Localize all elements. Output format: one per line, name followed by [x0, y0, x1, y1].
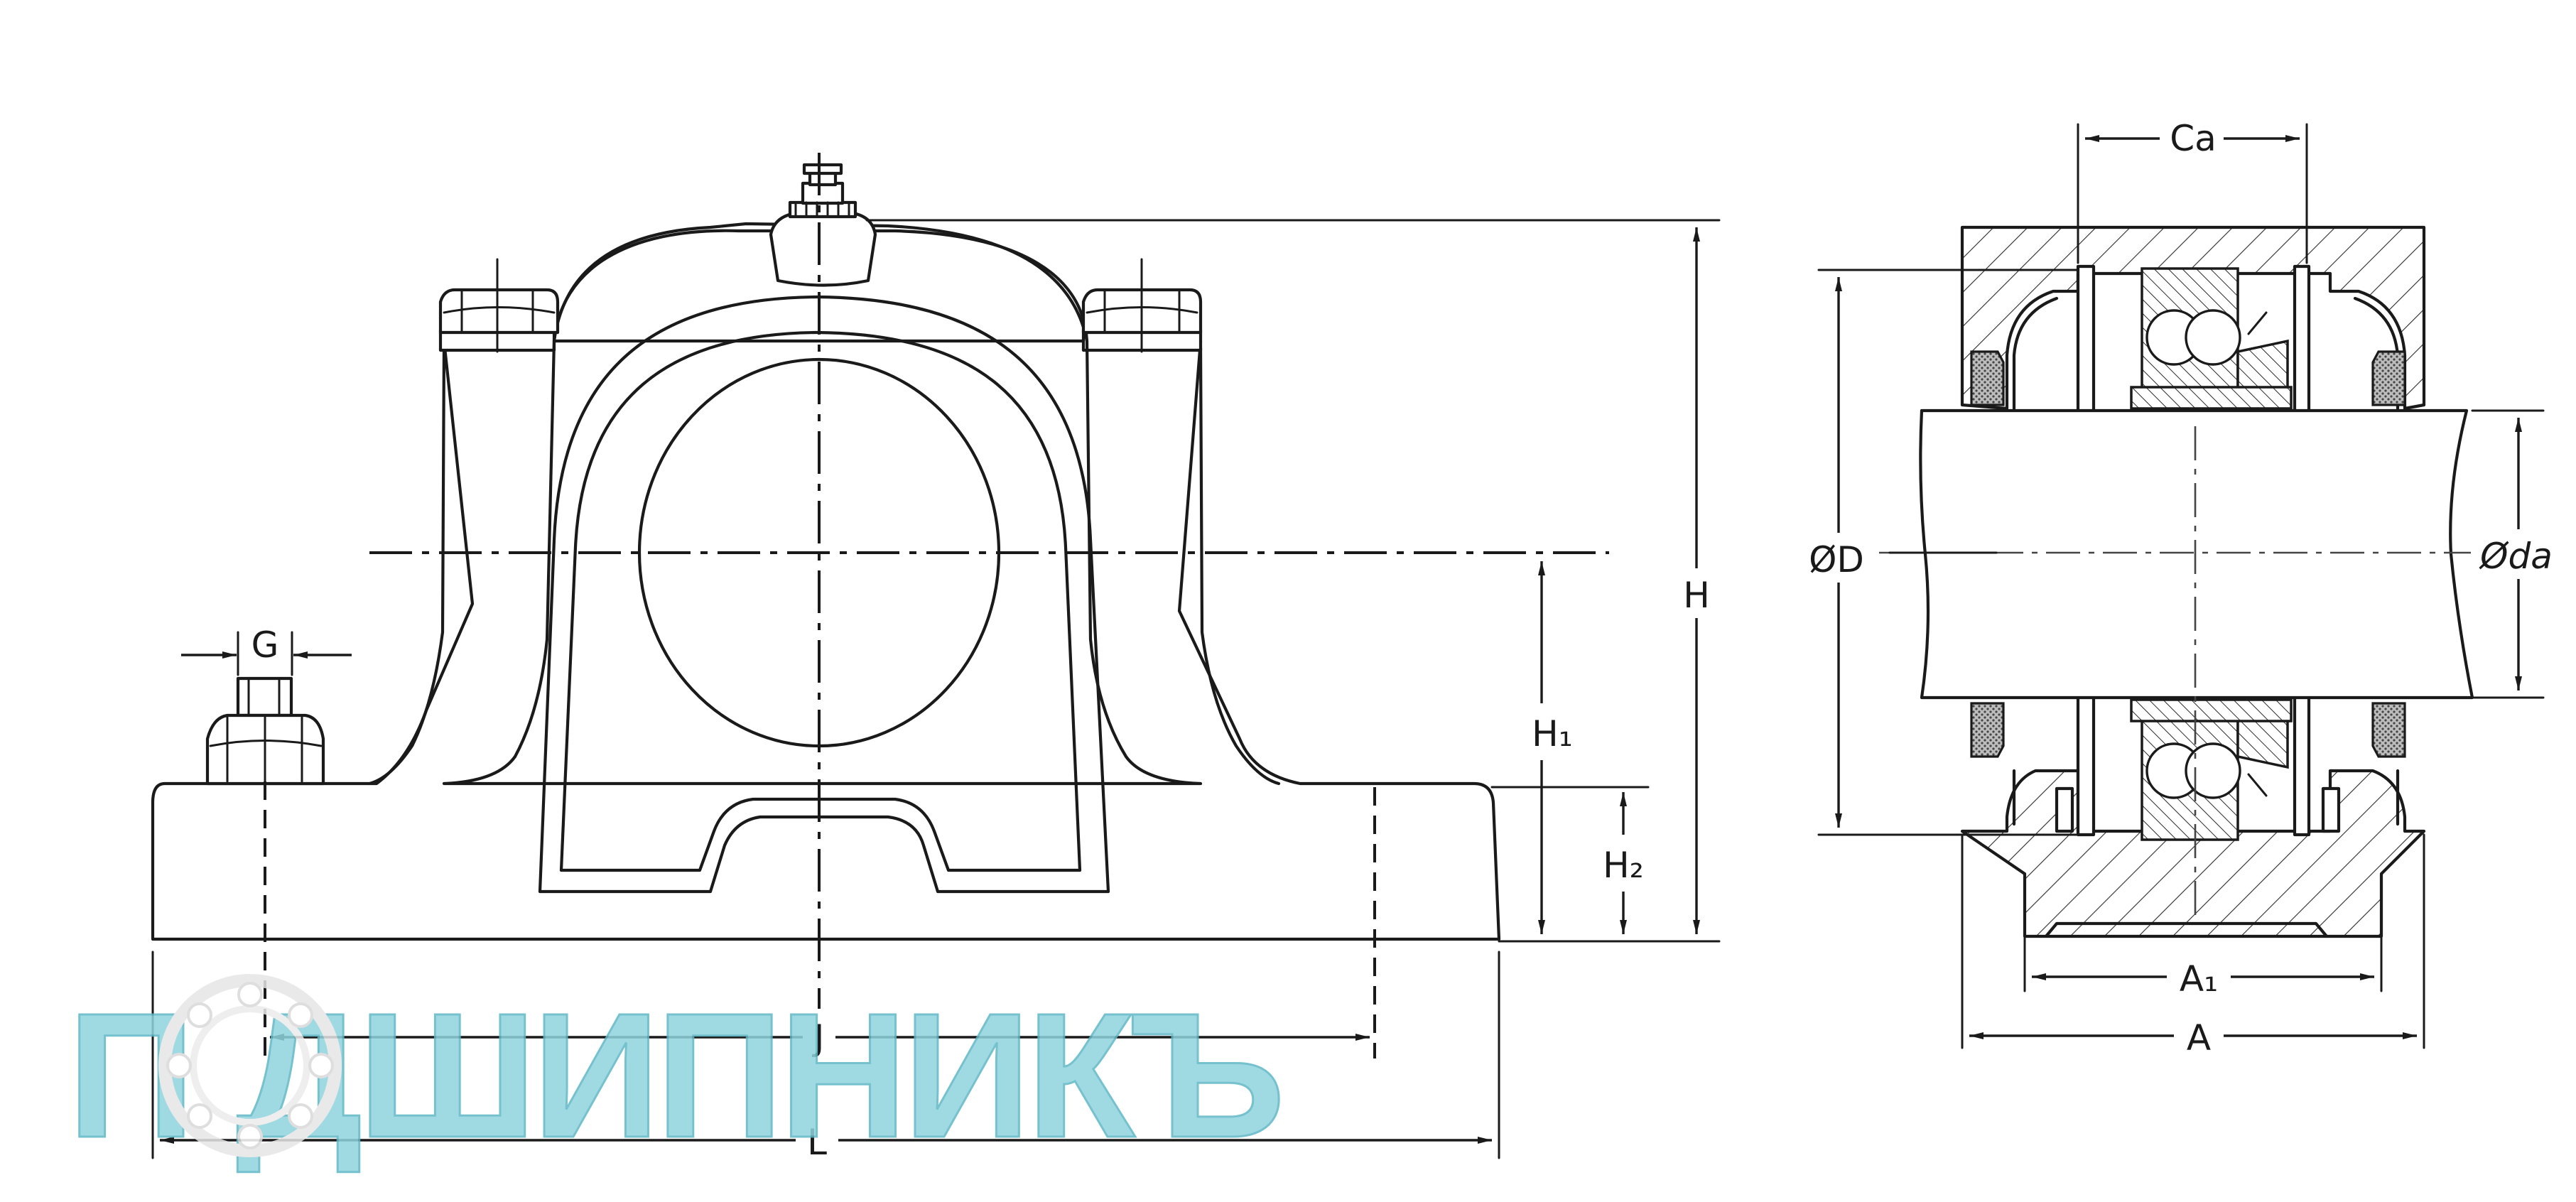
dim-label-H: H [1683, 575, 1710, 616]
dim-label-A1: A₁ [2180, 958, 2218, 1000]
dim-label-L: L [807, 1122, 827, 1163]
dim-label-H2: H₂ [1603, 845, 1644, 886]
cap-arch-3 [538, 815, 1110, 894]
section-dimensions: Ca ØD Ødа A₁ A [1801, 110, 2563, 1058]
locating-ring-right-b [2293, 694, 2311, 837]
locating-ring-left [2076, 264, 2096, 414]
base-plate [151, 339, 1501, 941]
front-view [151, 153, 1609, 1058]
dim-label-H1: H₁ [1532, 713, 1573, 754]
dim-label-Ca: Ca [2170, 118, 2217, 159]
locating-ring-right [2293, 264, 2311, 414]
cap-arch-2 [559, 330, 1082, 872]
bearing-upper [2130, 267, 2293, 410]
foot-bolt [205, 676, 325, 786]
cap-outer-arch [442, 222, 1203, 786]
section-view [1876, 225, 2494, 938]
dim-label-D: ØD [1809, 539, 1864, 580]
seals [1970, 350, 2406, 833]
front-dimensions: H H₁ H₂ G J L [151, 219, 1721, 1163]
housing-left-flank [367, 346, 446, 786]
top-left-nut [438, 258, 560, 353]
dim-label-da: Ødа [2479, 536, 2553, 577]
dim-label-G: G [251, 624, 279, 666]
bearing-ring-icon [158, 974, 342, 1157]
shaft [1919, 408, 2474, 700]
dim-label-A: A [2187, 1017, 2211, 1058]
watermark: П ДШИПНИКЪ [67, 974, 1287, 1176]
bearing-lower [2130, 698, 2293, 841]
housing-right-flank [1198, 346, 1281, 786]
grease-nipple [769, 163, 877, 287]
cap-arch-1 [538, 295, 1110, 894]
top-right-nut [1081, 258, 1203, 353]
locating-ring-left-b [2076, 694, 2096, 837]
dim-label-J: J [812, 1017, 825, 1058]
cap-arch-4 [559, 797, 1082, 872]
